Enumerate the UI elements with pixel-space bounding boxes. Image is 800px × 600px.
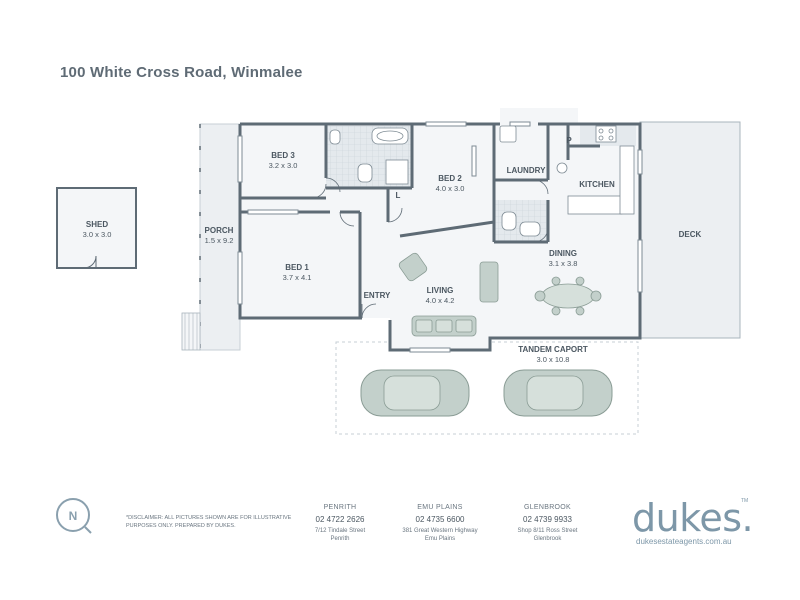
office-phone: 02 4739 9933 [523, 515, 572, 524]
linen-label: L [396, 191, 401, 200]
car-icon [360, 369, 470, 417]
floor-plan: SHED 3.0 x 3.0 PORCH 1.5 x 9.2 DECK TAND… [56, 108, 741, 435]
laundry-label: LAUNDRY [507, 166, 546, 175]
bed3-label: BED 3 [271, 151, 295, 160]
car-icon [503, 369, 613, 417]
office-address-line2: Penrith [330, 536, 350, 542]
brand-logo: dukes. [632, 496, 754, 540]
svg-text:N: N [69, 509, 78, 523]
office-phone: 02 4735 6600 [415, 515, 465, 524]
porch: PORCH 1.5 x 9.2 [181, 123, 241, 351]
brand-trademark: TM [741, 498, 749, 504]
office-address-line2: Emu Plains [424, 536, 456, 542]
porch-label: PORCH [205, 226, 234, 235]
doors [311, 177, 549, 319]
furniture [398, 252, 602, 337]
living-dims: 4.0 x 4.2 [426, 296, 455, 305]
dining-label: DINING [549, 249, 577, 258]
office-glenbrook: GLENBROOK 02 4739 9933 Shop 8/11 Ross St… [500, 504, 595, 543]
page-title: 100 White Cross Road, Winmalee [60, 64, 303, 81]
deck-label: DECK [679, 230, 702, 239]
pantry-label: P [566, 136, 572, 145]
deck: DECK [639, 121, 741, 339]
living-label: LIVING [427, 286, 454, 295]
fixtures [329, 125, 635, 237]
office-name: EMU PLAINS [417, 504, 463, 511]
entry-label: ENTRY [364, 291, 391, 300]
bed3-dims: 3.2 x 3.0 [269, 161, 298, 170]
carport: TANDEM CAPORT 3.0 x 10.8 [335, 341, 639, 435]
office-penrith: PENRITH 02 4722 2626 7/12 Tindale Street… [295, 504, 385, 543]
office-phone: 02 4722 2626 [315, 515, 365, 524]
office-address-line2: Glenbrook [533, 536, 562, 542]
bed2-dims: 4.0 x 3.0 [436, 184, 465, 193]
carport-dims: 3.0 x 10.8 [537, 355, 570, 364]
office-name: PENRITH [323, 504, 357, 511]
compass-icon: N [56, 498, 92, 534]
bed1-dims: 3.7 x 4.1 [283, 273, 312, 282]
disclaimer: *DISCLAIMER: ALL PICTURES SHOWN ARE FOR … [126, 515, 292, 529]
windows [237, 121, 643, 353]
bed1-label: BED 1 [285, 263, 309, 272]
office-address-line1: 7/12 Tindale Street [314, 528, 366, 534]
office-address-line1: Shop 8/11 Ross Street [517, 528, 578, 534]
brand-website[interactable]: dukesestateagents.com.au [636, 537, 732, 546]
dining-dims: 3.1 x 3.8 [549, 259, 578, 268]
office-name: GLENBROOK [523, 504, 572, 511]
bed2-label: BED 2 [438, 174, 462, 183]
shed: SHED 3.0 x 3.0 [56, 187, 137, 269]
kitchen-label: KITCHEN [579, 180, 615, 189]
shed-label: SHED [86, 220, 108, 229]
office-emu-plains: EMU PLAINS 02 4735 6600 381 Great Wester… [390, 504, 490, 543]
carport-label: TANDEM CAPORT [518, 345, 588, 354]
shed-dims: 3.0 x 3.0 [83, 230, 112, 239]
office-address-line1: 381 Great Western Highway [402, 528, 478, 534]
porch-dims: 1.5 x 9.2 [205, 236, 234, 245]
